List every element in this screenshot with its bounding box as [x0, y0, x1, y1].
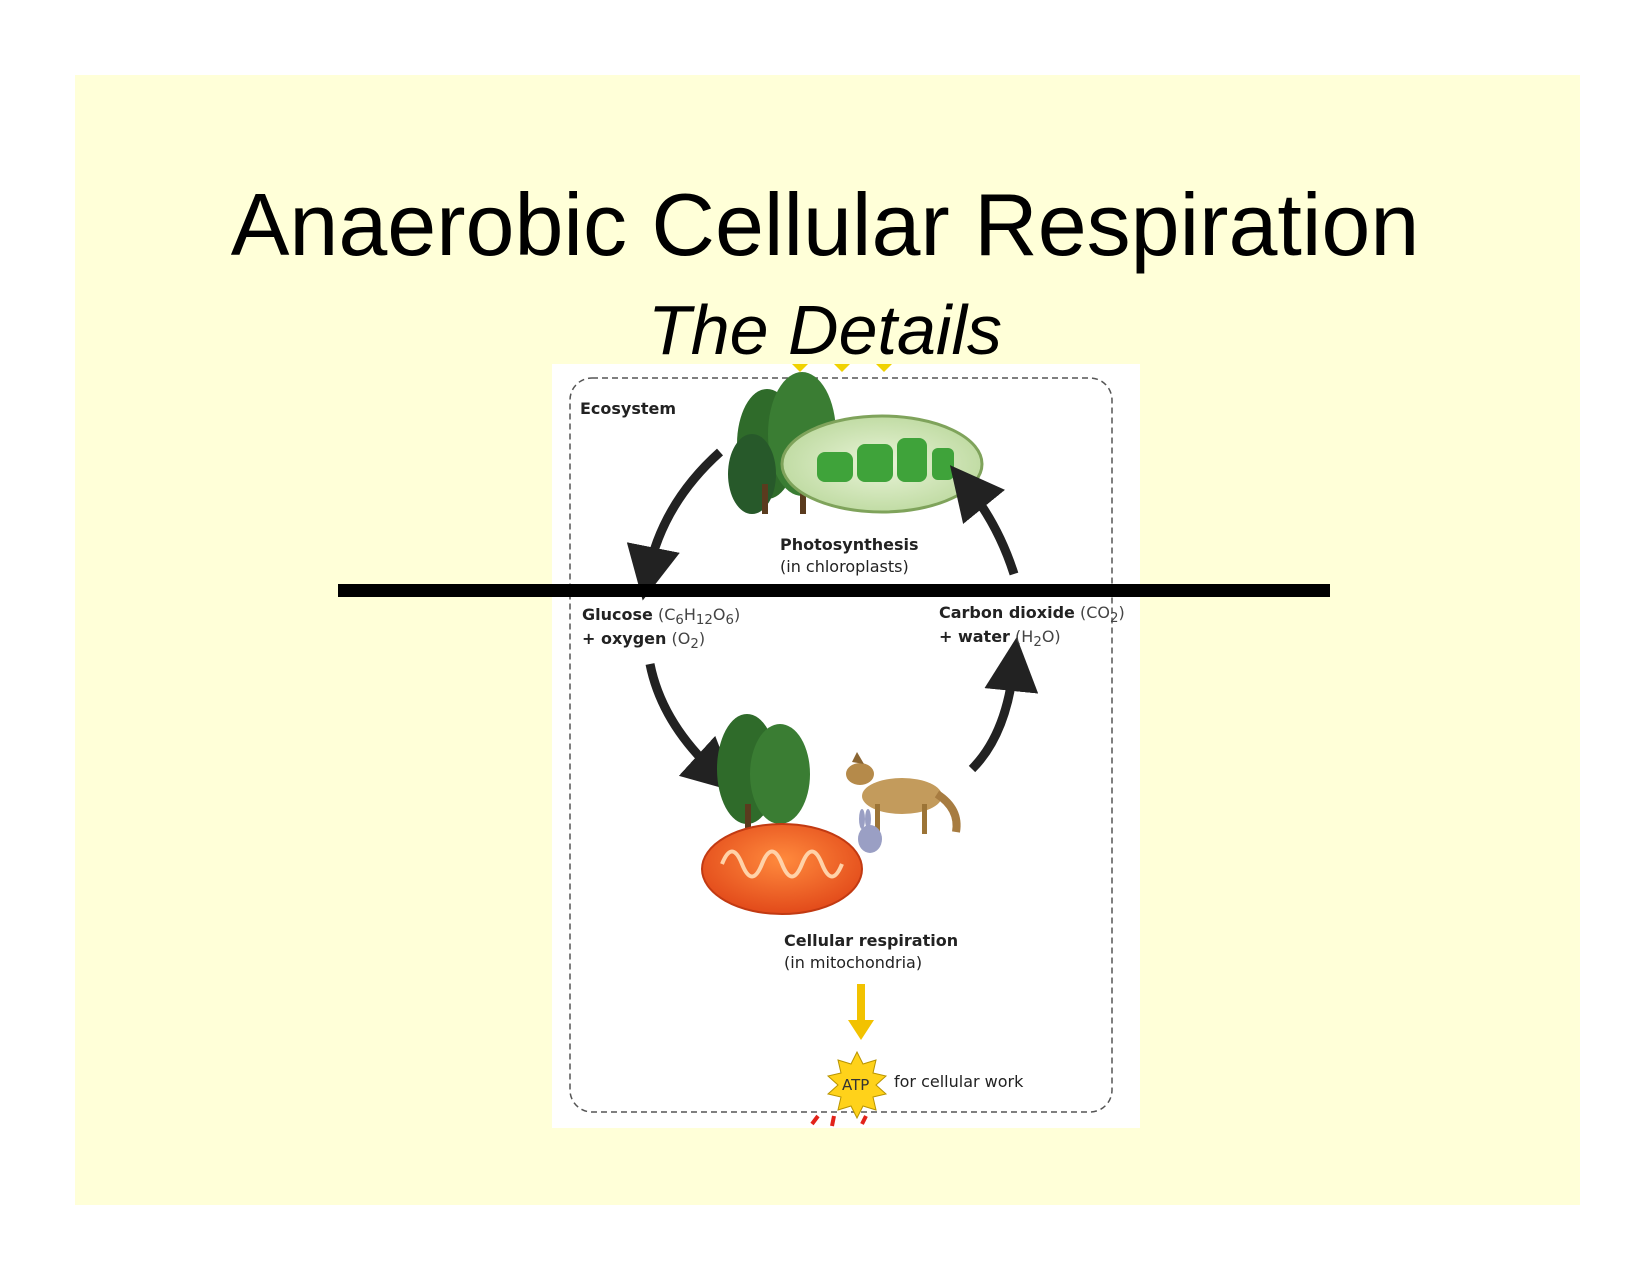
chloroplast-icon	[780, 414, 984, 514]
carbon-cycle-figure: Ecosystem Photosynthesis (in chloroplast…	[552, 364, 1140, 1128]
ecosystem-label: Ecosystem	[580, 399, 677, 418]
cycle-arrow-icon	[645, 663, 737, 793]
rabbit-icon	[858, 809, 882, 853]
cycle-arrow-icon	[949, 465, 1019, 576]
slide-title: Anaerobic Cellular Respiration	[230, 175, 1420, 274]
photosynthesis-label: Photosynthesis	[780, 535, 919, 554]
mitochondrion-icon	[701, 823, 863, 915]
atp-caption: for cellular work	[894, 1072, 1024, 1091]
cropped-red-marks	[810, 1114, 868, 1127]
horizontal-divider-line	[338, 584, 1330, 597]
atp-label: ATP	[842, 1076, 870, 1094]
coyote-icon	[846, 752, 961, 834]
ecosystem-boundary	[569, 377, 1113, 1113]
oxygen-label: + oxygen (O2)	[582, 629, 706, 653]
cycle-arrow-icon	[626, 448, 724, 601]
cycle-arrow-icon	[968, 637, 1039, 773]
atp-burst-icon	[826, 1050, 888, 1120]
cycle-diagram-graphics	[569, 364, 1113, 1127]
cellular-respiration-location: (in mitochondria)	[784, 953, 923, 972]
trees-icon	[717, 714, 810, 834]
sunlight-arrows-icon	[792, 364, 892, 372]
water-label: + water (H2O)	[939, 627, 1061, 651]
glucose-label: Glucose (C6H12O6)	[582, 605, 741, 629]
energy-arrow-icon	[848, 984, 874, 1040]
photosynthesis-location: (in chloroplasts)	[780, 557, 909, 576]
slide-subtitle: The Details	[647, 291, 1003, 369]
carbon-dioxide-label: Carbon dioxide (CO2)	[939, 603, 1125, 627]
cellular-respiration-label: Cellular respiration	[784, 931, 959, 950]
